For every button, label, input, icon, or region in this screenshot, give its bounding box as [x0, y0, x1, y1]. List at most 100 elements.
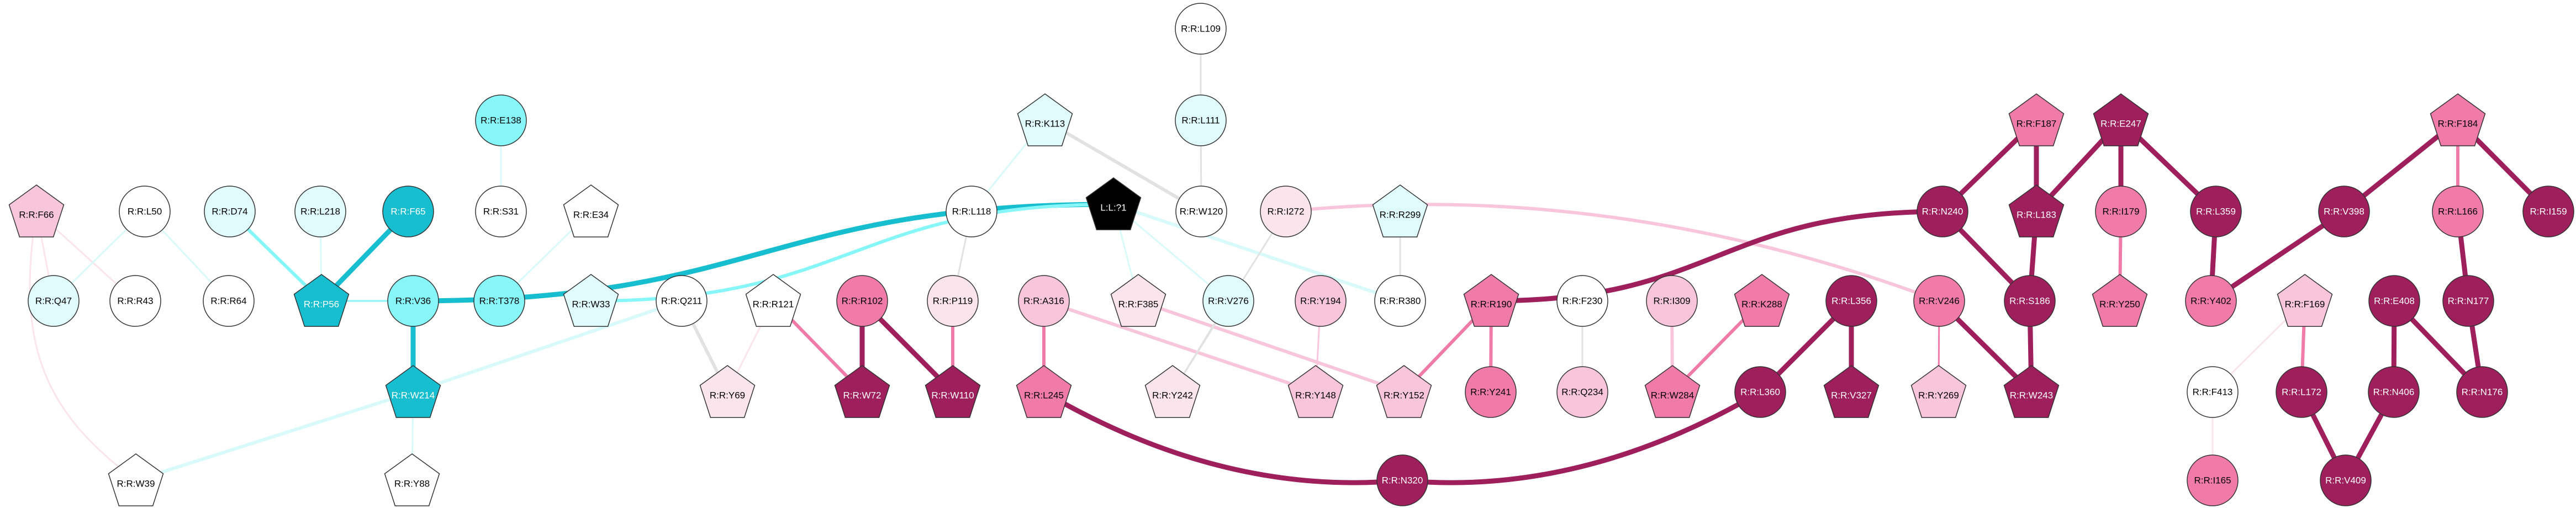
- node-w243[interactable]: R:R:W243: [2003, 365, 2060, 418]
- node-q211[interactable]: R:R:Q211: [656, 275, 708, 327]
- node-l50[interactable]: R:R:L50: [119, 186, 171, 237]
- node-w214[interactable]: R:R:W214: [385, 365, 441, 418]
- node-circle-shape: [2187, 454, 2239, 506]
- node-r64[interactable]: R:R:R64: [203, 275, 255, 327]
- node-l359[interactable]: R:R:L359: [2190, 186, 2242, 237]
- node-r299[interactable]: R:R:R299: [1372, 184, 1428, 237]
- node-l166[interactable]: R:R:L166: [2432, 186, 2484, 237]
- node-w33[interactable]: R:R:W33: [563, 274, 619, 327]
- node-v276[interactable]: R:R:V276: [1202, 275, 1254, 327]
- node-pentagon-shape: [1016, 365, 1072, 418]
- node-w120[interactable]: R:R:W120: [1175, 186, 1227, 237]
- node-y148[interactable]: R:R:Y148: [1287, 365, 1344, 418]
- node-label: R:R:L118: [952, 207, 991, 217]
- node-k288[interactable]: R:R:K288: [1734, 274, 1790, 327]
- node-i179[interactable]: R:R:I179: [2095, 186, 2147, 237]
- node-i165[interactable]: R:R:I165: [2187, 454, 2239, 506]
- node-v36[interactable]: R:R:V36: [387, 275, 439, 327]
- node-l356[interactable]: R:R:L356: [1825, 275, 1877, 327]
- node-l118[interactable]: R:R:L118: [946, 186, 997, 237]
- node-n176[interactable]: R:R:N176: [2456, 366, 2508, 418]
- node-f385[interactable]: R:R:F385: [1110, 274, 1166, 327]
- node-r43[interactable]: R:R:R43: [109, 275, 161, 327]
- node-v409[interactable]: R:R:V409: [2320, 454, 2372, 506]
- node-label: R:R:T378: [479, 296, 520, 306]
- node-l245[interactable]: R:R:L245: [1016, 365, 1072, 418]
- node-l71[interactable]: L:L:?1: [1085, 177, 1142, 230]
- node-s186[interactable]: R:R:S186: [2004, 275, 2056, 327]
- node-label: R:R:V246: [1919, 296, 1960, 306]
- node-r380[interactable]: R:R:R380: [1374, 275, 1426, 327]
- node-k113[interactable]: R:R:K113: [1017, 93, 1073, 146]
- edge-f66-w39: [29, 210, 137, 481]
- node-label: R:R:W110: [931, 390, 974, 401]
- node-label: R:R:N176: [2462, 387, 2503, 398]
- node-y250[interactable]: R:R:Y250: [2092, 274, 2148, 327]
- node-w110[interactable]: R:R:W110: [925, 365, 981, 418]
- node-p56[interactable]: R:R:P56: [293, 274, 350, 327]
- node-q47[interactable]: R:R:Q47: [28, 275, 80, 327]
- node-circle-shape: [1825, 275, 1877, 327]
- node-e247[interactable]: R:R:E247: [2093, 93, 2149, 146]
- node-e34[interactable]: R:R:E34: [563, 184, 619, 237]
- node-y402[interactable]: R:R:Y402: [2185, 275, 2237, 327]
- node-i159[interactable]: R:R:I159: [2522, 186, 2574, 237]
- node-a316[interactable]: R:R:A316: [1018, 275, 1070, 327]
- node-circle-shape: [2276, 366, 2327, 418]
- node-label: R:R:V276: [1208, 296, 1249, 306]
- node-l111[interactable]: R:R:L111: [1175, 94, 1227, 146]
- node-e408[interactable]: R:R:E408: [2368, 275, 2420, 327]
- node-q234[interactable]: R:R:Q234: [1556, 366, 1608, 418]
- node-f187[interactable]: R:R:F187: [2008, 93, 2065, 146]
- node-w284[interactable]: R:R:W284: [1644, 365, 1701, 418]
- node-r102[interactable]: R:R:R102: [836, 275, 888, 327]
- node-f65[interactable]: R:R:F65: [382, 186, 434, 237]
- node-w72[interactable]: R:R:W72: [834, 365, 890, 418]
- node-y194[interactable]: R:R:Y194: [1295, 275, 1347, 327]
- node-v327[interactable]: R:R:V327: [1823, 365, 1880, 418]
- node-e138[interactable]: R:R:E138: [475, 94, 527, 146]
- node-n320[interactable]: R:R:N320: [1376, 454, 1428, 506]
- node-f184[interactable]: R:R:F184: [2430, 93, 2486, 146]
- node-i309[interactable]: R:R:I309: [1646, 275, 1698, 327]
- node-n240[interactable]: R:R:N240: [1917, 186, 1968, 237]
- node-l360[interactable]: R:R:L360: [1734, 366, 1786, 418]
- node-i272[interactable]: R:R:I272: [1260, 186, 1312, 237]
- node-l109[interactable]: R:R:L109: [1175, 3, 1227, 55]
- node-f413[interactable]: R:R:F413: [2187, 366, 2239, 418]
- node-label: R:R:S31: [483, 207, 519, 217]
- node-y152[interactable]: R:R:Y152: [1376, 365, 1432, 418]
- node-w39[interactable]: R:R:W39: [108, 453, 164, 506]
- node-f169[interactable]: R:R:F169: [2277, 274, 2333, 327]
- node-l172[interactable]: R:R:L172: [2276, 366, 2327, 418]
- node-circle-shape: [836, 275, 888, 327]
- node-d74[interactable]: R:R:D74: [204, 186, 256, 237]
- node-y69[interactable]: R:R:Y69: [699, 365, 756, 418]
- node-n406[interactable]: R:R:N406: [2368, 366, 2420, 418]
- node-label: R:R:R380: [1380, 296, 1421, 306]
- node-y241[interactable]: R:R:Y241: [1465, 366, 1517, 418]
- node-y269[interactable]: R:R:Y269: [1910, 365, 1967, 418]
- node-s31[interactable]: R:R:S31: [475, 186, 527, 237]
- node-n177[interactable]: R:R:N177: [2442, 275, 2494, 327]
- node-l218[interactable]: R:R:L218: [294, 186, 346, 237]
- node-circle-shape: [1556, 275, 1608, 327]
- node-y242[interactable]: R:R:Y242: [1144, 365, 1201, 418]
- node-label: R:R:F187: [2017, 119, 2057, 129]
- node-f230[interactable]: R:R:F230: [1556, 275, 1608, 327]
- node-t378[interactable]: R:R:T378: [473, 275, 525, 327]
- node-p119[interactable]: R:R:P119: [927, 275, 979, 327]
- node-r190[interactable]: R:R:R190: [1463, 274, 1519, 327]
- node-circle-shape: [1913, 275, 1965, 327]
- node-label: R:R:R102: [842, 296, 883, 306]
- node-label: R:R:E247: [2100, 119, 2141, 129]
- node-pentagon-shape: [699, 365, 756, 418]
- node-f66[interactable]: R:R:F66: [8, 184, 65, 237]
- node-label: R:R:R43: [117, 296, 153, 306]
- node-r121[interactable]: R:R:R121: [745, 274, 801, 327]
- node-l183[interactable]: R:R:L183: [2008, 184, 2065, 237]
- node-v246[interactable]: R:R:V246: [1913, 275, 1965, 327]
- node-y88[interactable]: R:R:Y88: [384, 453, 440, 506]
- node-v398[interactable]: R:R:V398: [2318, 186, 2370, 237]
